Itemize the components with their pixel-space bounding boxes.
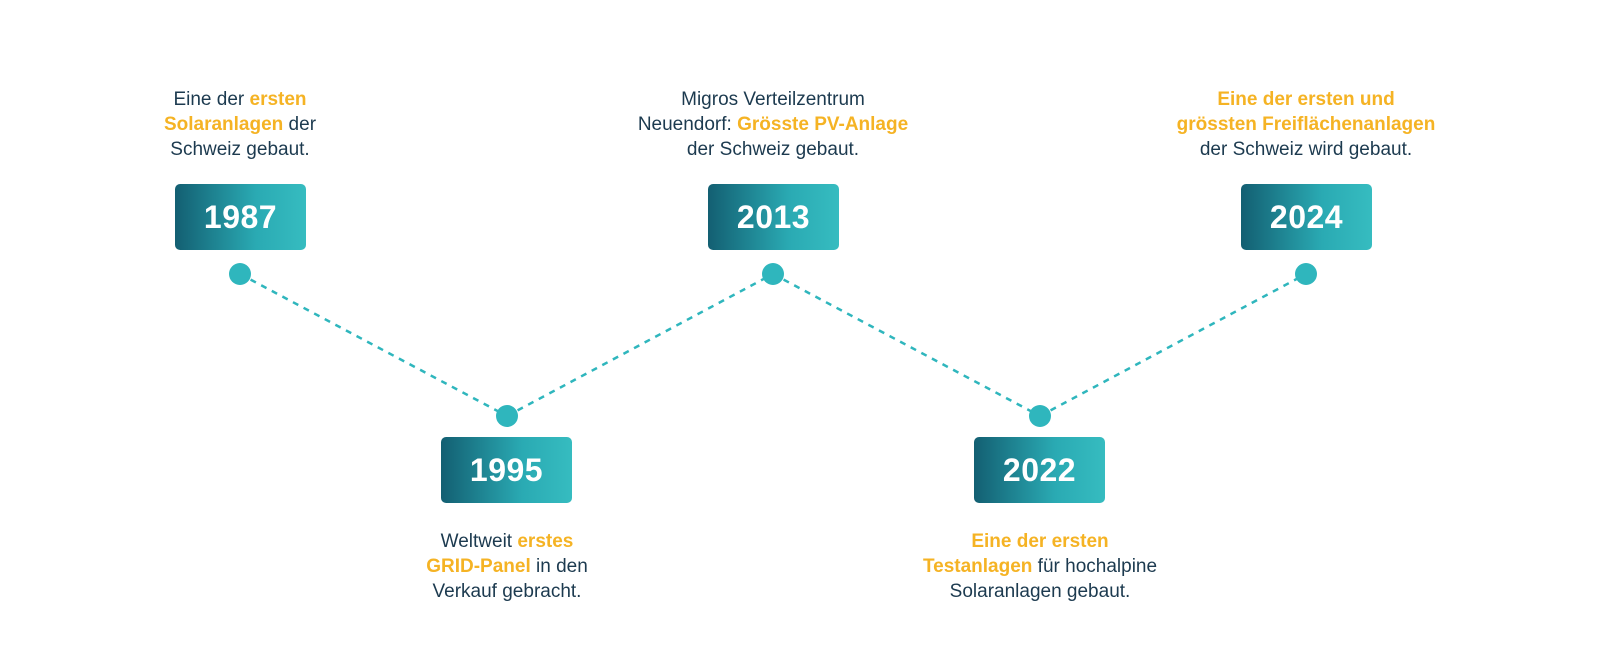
year-badge-1987: 1987 <box>175 184 306 250</box>
timeline-node-1987 <box>229 263 251 285</box>
description-text: der Schweiz gebaut. <box>686 139 860 160</box>
connector-line <box>239 272 508 418</box>
highlight-text: grössten Freiflächenanlagen <box>1176 114 1436 135</box>
description-text: Eine der <box>173 89 250 110</box>
timeline-node-2024 <box>1295 263 1317 285</box>
connector-line <box>506 272 774 418</box>
event-description-2024: Eine der ersten und grössten Freiflächena… <box>1146 87 1466 162</box>
highlight-text: Eine der ersten und <box>1217 89 1395 110</box>
year-badge-2013: 2013 <box>708 184 839 250</box>
highlight-text: Grösste PV-Anlage <box>737 114 909 135</box>
year-badge-2022: 2022 <box>974 437 1105 503</box>
description-text: Neuendorf: <box>637 114 738 135</box>
year-label-1987: 1987 <box>203 198 278 235</box>
year-label-1995: 1995 <box>469 451 544 488</box>
highlight-text: Eine der ersten <box>971 531 1109 552</box>
year-badge-1995: 1995 <box>441 437 572 503</box>
description-text: der Schweiz wird gebaut. <box>1199 139 1413 160</box>
description-text: Solaranlagen gebaut. <box>949 581 1131 602</box>
description-text: Verkauf gebracht. <box>432 581 582 602</box>
highlight-text: Solaranlagen <box>163 114 284 135</box>
year-label-2022: 2022 <box>1002 451 1077 488</box>
description-text: Migros Verteilzentrum <box>681 89 865 110</box>
year-badge-2024: 2024 <box>1241 184 1372 250</box>
highlight-text: GRID-Panel <box>426 556 531 577</box>
description-text: Schweiz gebaut. <box>170 139 310 160</box>
year-label-2024: 2024 <box>1269 198 1344 235</box>
connector-line <box>772 272 1041 418</box>
timeline-node-1995 <box>496 405 518 427</box>
highlight-text: Testanlagen <box>922 556 1033 577</box>
description-text: der <box>283 114 317 135</box>
highlight-text: erstes <box>517 531 574 552</box>
timeline-node-2013 <box>762 263 784 285</box>
description-text: für hochalpine <box>1032 556 1158 577</box>
highlight-text: ersten <box>249 89 307 110</box>
description-text: Weltweit <box>440 531 518 552</box>
connector-line <box>1039 272 1307 418</box>
description-text: in den <box>530 556 588 577</box>
timeline-node-2022 <box>1029 405 1051 427</box>
year-label-2013: 2013 <box>736 198 811 235</box>
